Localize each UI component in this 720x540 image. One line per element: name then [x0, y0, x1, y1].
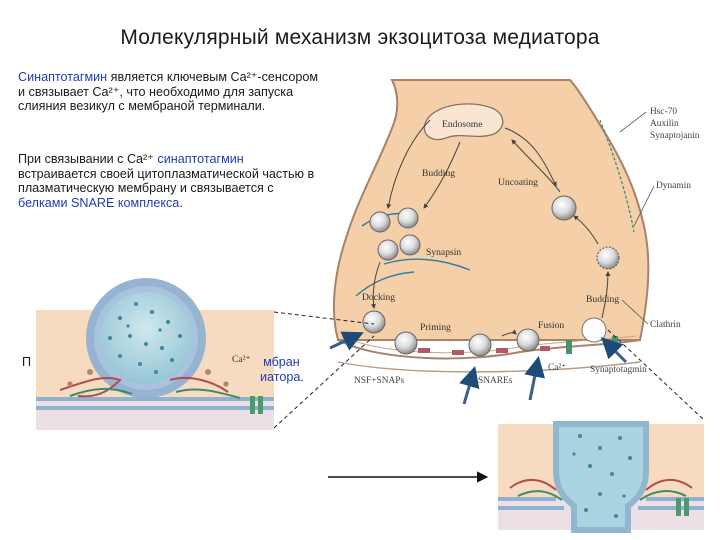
paragraph3-end: . — [300, 369, 304, 384]
inset-docking-detail: Ca²⁺ — [36, 278, 274, 430]
vesicle-uncoating — [551, 195, 577, 221]
label-nsf-snaps: NSF+SNAPs — [354, 376, 404, 386]
paragraph-synaptotagmin-sensor: Синаптотагмин является ключевым Ca²⁺-сен… — [18, 70, 318, 114]
label-ca-main: Ca²⁺ — [548, 363, 566, 373]
label-synapsin: Synapsin — [426, 247, 461, 258]
term-membrane-fragment: мбран — [263, 355, 300, 369]
side-labels: Hsc-70 Auxilin Synaptojanin Dynamin Clat… — [354, 107, 700, 386]
label-clathrin: Clathrin — [650, 320, 681, 330]
label-ca-inset: Ca²⁺ — [232, 354, 251, 365]
vesicle-budding-right — [596, 246, 620, 270]
terminal-labels: Endosome Budding Uncoating Synapsin Dock… — [362, 119, 619, 333]
label-uncoating: Uncoating — [498, 177, 538, 188]
inset-fusion-detail — [498, 421, 704, 533]
vesicle-cluster-1 — [369, 211, 391, 233]
paragraph2-text-b: встраивается своей цитоплазматической ча… — [18, 166, 315, 196]
arrow-to-synaptotagmin — [601, 337, 628, 364]
vesicle-cluster-4 — [377, 239, 399, 261]
paragraph3-start: П — [22, 355, 32, 369]
vesicle-cluster-2 — [397, 207, 419, 229]
term-mediator-fragment: иатора — [260, 369, 301, 384]
callout-lines — [273, 311, 705, 429]
arrow-to-snares — [524, 355, 546, 401]
term-snare-complex: белками SNARE комплекса — [18, 195, 180, 210]
postsynaptic-line — [337, 361, 641, 373]
term-synaptotagmin: Синаптотагмин — [18, 70, 108, 84]
label-endosome: Endosome — [442, 119, 483, 130]
label-dynamin: Dynamin — [656, 181, 691, 191]
vesicle-priming-1 — [394, 331, 418, 355]
paragraph2-text-c: . — [179, 195, 183, 210]
presynaptic-terminal — [332, 79, 650, 373]
label-docking: Docking — [362, 292, 395, 303]
synapsin-filament-a — [355, 271, 415, 297]
vesicle-cluster-3 — [399, 234, 421, 256]
label-synaptotagmin: Synaptotagmin — [590, 365, 647, 375]
label-budding-right: Budding — [586, 294, 619, 305]
arrow-to-snap — [459, 365, 480, 405]
endosome — [423, 103, 504, 141]
label-budding-top: Budding — [422, 168, 455, 179]
label-fusion: Fusion — [538, 320, 564, 331]
paragraph-ca-binding: При связывании с Ca²⁺ синаптотагмин встр… — [18, 152, 318, 210]
term-synaptotagmin-2: синаптотагмин — [157, 152, 244, 166]
vesicle-cycle — [362, 119, 635, 357]
synapsin-filament-b — [383, 258, 471, 271]
vesicle-fused — [581, 317, 607, 343]
arrow-to-priming — [329, 331, 364, 351]
label-hsc70: Hsc-70 — [650, 107, 677, 117]
label-priming: Priming — [420, 322, 451, 333]
paragraph2-text-a: При связывании с Ca²⁺ — [18, 152, 158, 166]
label-snares: SNAREs — [478, 376, 513, 386]
vesicle-fusion — [516, 328, 540, 352]
slide-title: Молекулярный механизм экзоцитоза медиато… — [120, 26, 600, 49]
label-synaptojanin: Synaptojanin — [650, 131, 700, 141]
pointer-arrows — [329, 331, 628, 405]
vesicle-docking — [362, 310, 386, 334]
vesicle-priming-2 — [468, 333, 492, 357]
paragraph1-text: является ключевым Ca²⁺-сенсором и связыв… — [18, 70, 318, 114]
label-auxilin: Auxilin — [650, 119, 679, 129]
